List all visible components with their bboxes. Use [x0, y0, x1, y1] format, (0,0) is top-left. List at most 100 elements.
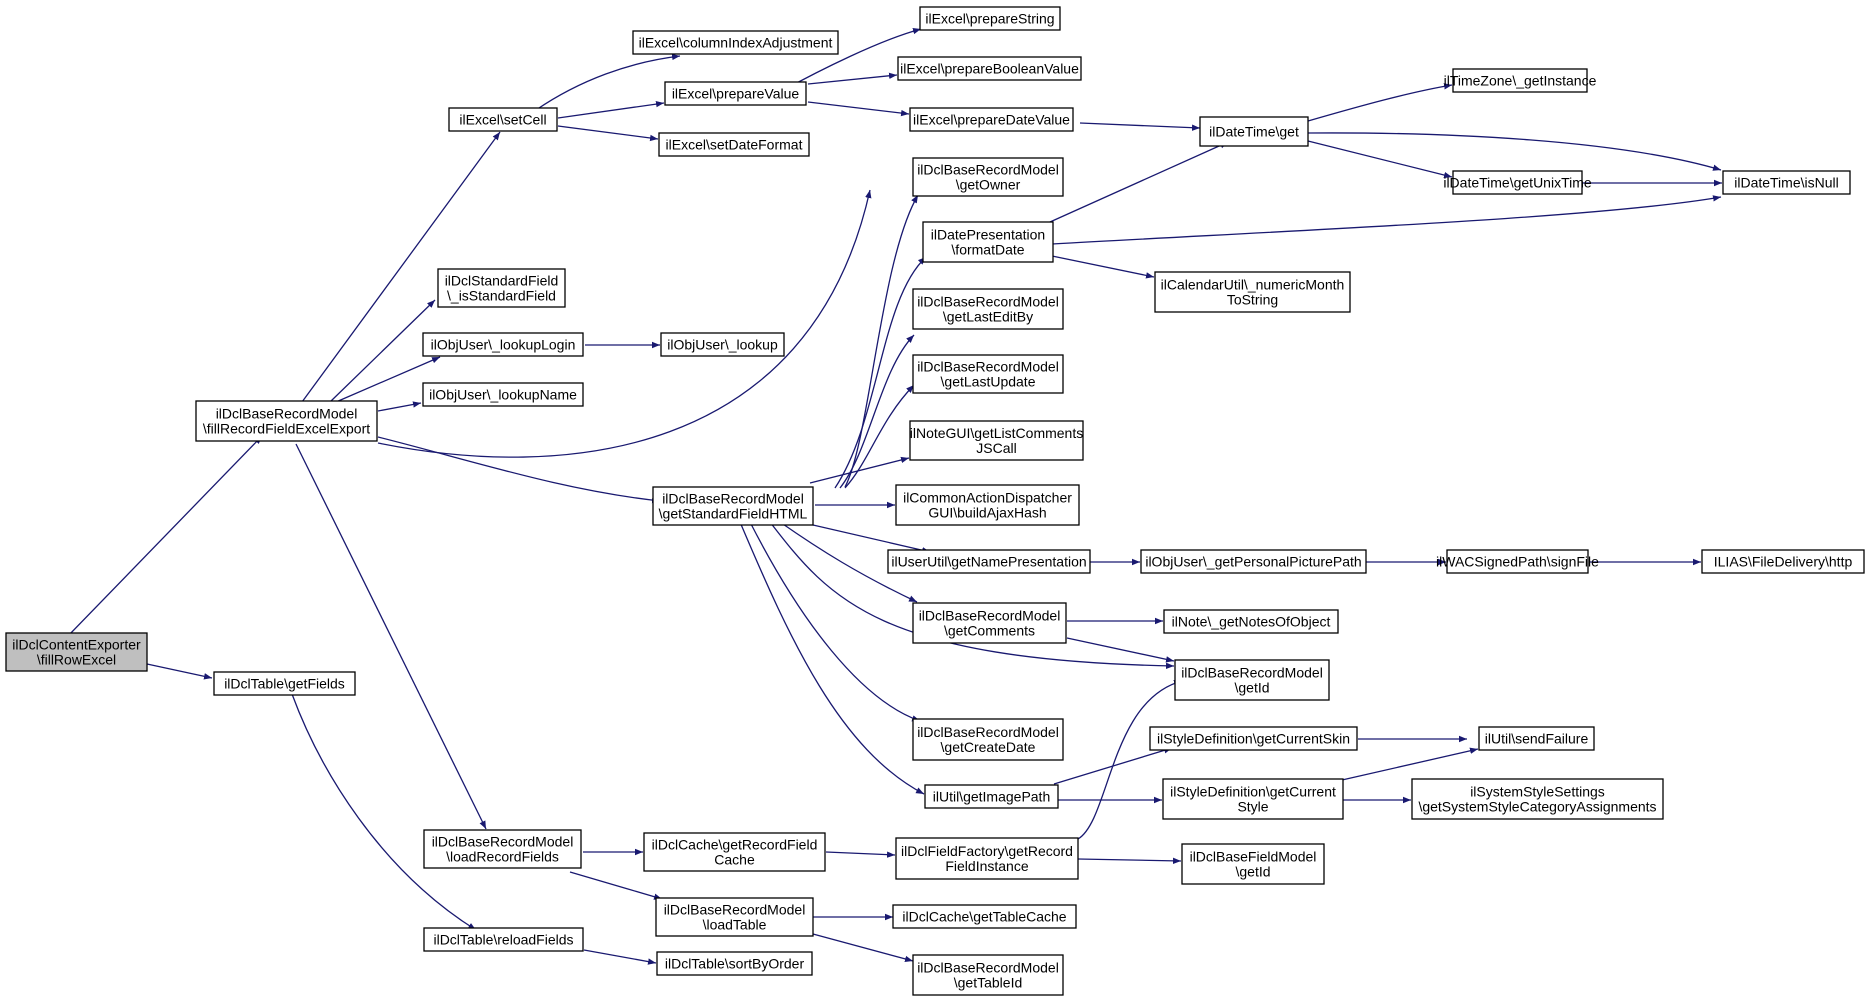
node-personalPic[interactable]: ilObjUser\_getPersonalPicturePath — [1140, 549, 1367, 574]
node-label: ilDclBaseRecordModel — [432, 834, 574, 850]
node-curSkin[interactable]: ilStyleDefinition\getCurrentSkin — [1149, 726, 1358, 751]
node-prepValue[interactable]: ilExcel\prepareValue — [664, 81, 807, 106]
node-loadRecordFields[interactable]: ilDclBaseRecordModel\loadRecordFields — [423, 829, 582, 869]
node-label: \getLastUpdate — [941, 374, 1036, 390]
node-label: ilDateTime\get — [1209, 124, 1299, 140]
node-signFile[interactable]: ilWACSignedPath\signFile — [1436, 549, 1599, 574]
node-box — [1199, 116, 1309, 147]
edge-getComments-getId — [1066, 637, 1175, 663]
node-getOwner[interactable]: ilDclBaseRecordModel\getOwner — [912, 157, 1064, 197]
node-box — [909, 107, 1074, 132]
edge-formatDate-calUtil — [1051, 255, 1155, 279]
node-getImagePath[interactable]: ilUtil\getImagePath — [924, 784, 1059, 809]
node-fillRecord[interactable]: ilDclBaseRecordModel\fillRecordFieldExce… — [195, 400, 378, 442]
node-label: GUI\buildAjaxHash — [928, 505, 1046, 521]
node-colIdx[interactable]: ilExcel\columnIndexAdjustment — [632, 30, 839, 55]
node-label: \getId — [1235, 864, 1270, 880]
node-getLastEditBy[interactable]: ilDclBaseRecordModel\getLastEditBy — [912, 288, 1064, 330]
edge-dtGet-isNull — [1307, 132, 1722, 171]
node-tzInst[interactable]: ilTimeZone\_getInstance — [1444, 68, 1597, 93]
node-label: ilDclBaseRecordModel — [917, 294, 1059, 310]
node-label: \getComments — [944, 623, 1035, 639]
node-getId[interactable]: ilDclBaseRecordModel\getId — [1174, 659, 1330, 701]
node-lookupName[interactable]: ilObjUser\_lookupName — [422, 382, 584, 407]
node-label: \getSystemStyleCategoryAssignments — [1418, 799, 1656, 815]
node-box — [423, 927, 584, 952]
node-fieldGetId[interactable]: ilDclBaseFieldModel\getId — [1181, 843, 1325, 885]
node-getComments[interactable]: ilDclBaseRecordModel\getComments — [912, 602, 1067, 644]
node-box — [895, 484, 1080, 526]
node-setDateFmt[interactable]: ilExcel\setDateFormat — [658, 132, 810, 157]
node-prepBool[interactable]: ilExcel\prepareBooleanValue — [897, 56, 1082, 81]
node-getLastUpdate[interactable]: ilDclBaseRecordModel\getLastUpdate — [912, 354, 1064, 394]
node-box — [5, 632, 148, 672]
node-label: ilExcel\prepareDateValue — [913, 112, 1070, 128]
node-box — [437, 268, 566, 308]
node-lookup[interactable]: ilObjUser\_lookup — [660, 332, 785, 357]
node-box — [658, 132, 810, 157]
node-formatDate[interactable]: ilDatePresentation\formatDate — [922, 221, 1054, 263]
node-box — [1162, 778, 1344, 820]
edge-getRecCache-fieldFactory — [825, 851, 896, 858]
edge-stdHTML-getId — [769, 521, 1175, 670]
node-fileDelivery[interactable]: ILIAS\FileDelivery\http — [1701, 549, 1865, 574]
node-namePres[interactable]: ilUserUtil\getNamePresentation — [887, 549, 1091, 574]
node-dtGet[interactable]: ilDateTime\get — [1199, 116, 1309, 147]
node-getTableId[interactable]: ilDclBaseRecordModel\getTableId — [912, 954, 1064, 996]
node-label: ilExcel\columnIndexAdjustment — [639, 35, 833, 51]
node-lookupLogin[interactable]: ilObjUser\_lookupLogin — [422, 332, 584, 357]
node-label: ilDclCache\getTableCache — [902, 909, 1066, 925]
node-label: ilDclContentExporter — [12, 637, 141, 653]
edge-setCell-colIdx — [535, 53, 681, 111]
node-loadTable[interactable]: ilDclBaseRecordModel\loadTable — [655, 897, 814, 937]
node-label: ilUtil\sendFailure — [1485, 731, 1589, 747]
edge-prepValue-prepDate — [807, 101, 910, 117]
edge-root-fillRecord — [67, 435, 263, 637]
node-label: ilNoteGUI\getListComments — [910, 425, 1084, 441]
node-stdHTML[interactable]: ilDclBaseRecordModel\getStandardFieldHTM… — [652, 486, 814, 526]
node-getTableCache[interactable]: ilDclCache\getTableCache — [892, 904, 1077, 929]
node-sortByOrder[interactable]: ilDclTable\sortByOrder — [656, 951, 813, 976]
node-box — [656, 951, 813, 976]
edge-stdHTML-namePres — [799, 521, 931, 554]
node-label: \getOwner — [956, 177, 1021, 193]
node-box — [1446, 549, 1589, 574]
node-label: ilSystemStyleSettings — [1470, 784, 1605, 800]
node-box — [423, 829, 582, 869]
node-getCreateDate[interactable]: ilDclBaseRecordModel\getCreateDate — [912, 718, 1064, 761]
node-label: ilDclFieldFactory\getRecord — [901, 843, 1073, 859]
node-root[interactable]: ilDclContentExporter\fillRowExcel — [5, 632, 148, 672]
node-label: ilDclBaseRecordModel — [919, 608, 1061, 624]
node-box — [643, 832, 826, 872]
node-prepDate[interactable]: ilExcel\prepareDateValue — [909, 107, 1074, 132]
node-sysStyle[interactable]: ilSystemStyleSettings\getSystemStyleCate… — [1411, 778, 1664, 820]
edge-dtGet-tzInst — [1307, 83, 1453, 122]
node-box — [632, 30, 839, 55]
node-box — [1478, 726, 1595, 751]
node-prepString[interactable]: ilExcel\prepareString — [919, 6, 1061, 31]
node-box — [912, 288, 1064, 330]
node-unixTime[interactable]: ilDateTime\getUnixTime — [1443, 170, 1592, 195]
node-sendFailure[interactable]: ilUtil\sendFailure — [1478, 726, 1595, 751]
node-label: Style — [1237, 799, 1268, 815]
node-isNull[interactable]: ilDateTime\isNull — [1722, 170, 1851, 195]
edge-formatDate-dtGet — [1049, 141, 1229, 223]
node-label: ilDclTable\getFields — [224, 676, 345, 692]
node-box — [1149, 726, 1358, 751]
node-getFields[interactable]: ilDclTable\getFields — [213, 671, 356, 696]
node-label: ilUserUtil\getNamePresentation — [891, 554, 1086, 570]
node-reloadFields[interactable]: ilDclTable\reloadFields — [423, 927, 584, 952]
node-label: ilObjUser\_lookupName — [429, 387, 577, 403]
node-label: \fillRowExcel — [37, 652, 116, 668]
node-commonAction[interactable]: ilCommonActionDispatcherGUI\buildAjaxHas… — [895, 484, 1080, 526]
node-label: ilDatePresentation — [931, 227, 1045, 243]
node-setCell[interactable]: ilExcel\setCell — [448, 107, 558, 132]
node-isStd[interactable]: ilDclStandardField\_isStandardField — [437, 268, 566, 308]
node-box — [1174, 659, 1330, 701]
node-notesOfObj[interactable]: ilNote\_getNotesOfObject — [1163, 609, 1339, 634]
